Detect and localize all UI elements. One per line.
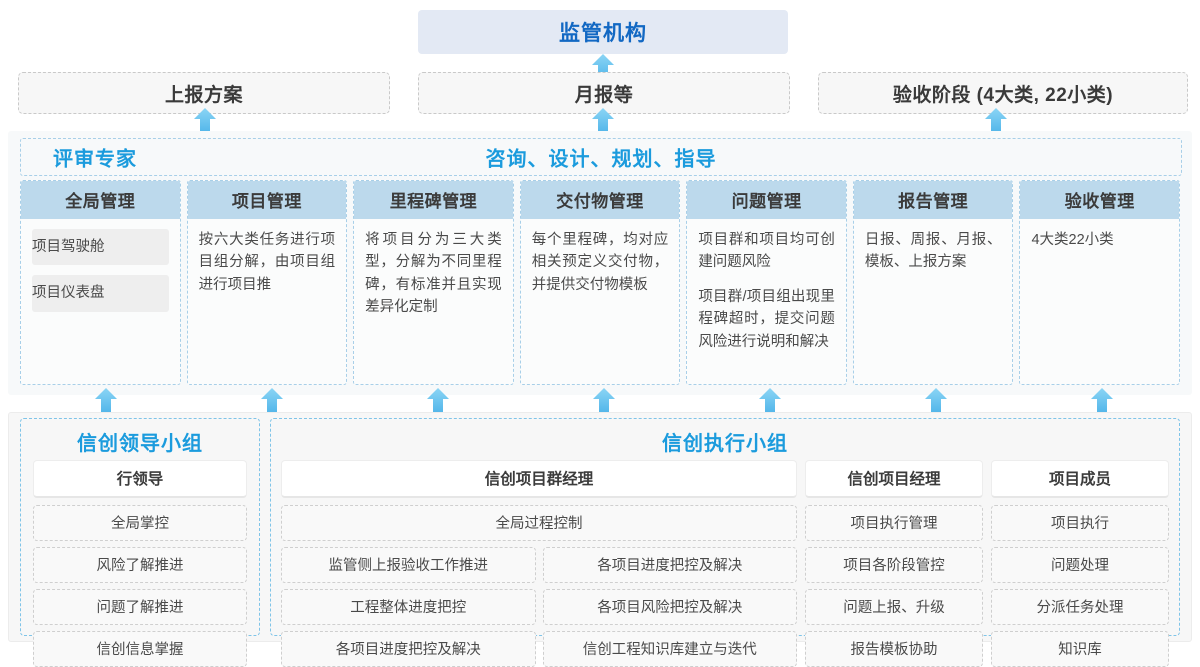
list-item[interactable]: 信创工程知识库建立与迭代 [542,631,797,667]
arrow-up-icon [95,388,117,414]
consulting-band-header: 评审专家 咨询、设计、规划、指导 [20,138,1182,176]
card-chip[interactable]: 项目驾驶舱 [32,229,169,266]
card-body: 将项目分为三大类型，分解为不同里程碑，有标准并且实现差异化定制 [354,219,513,327]
list-item[interactable]: 问题处理 [991,547,1169,583]
list-item[interactable]: 报告模板协助 [805,631,983,667]
org-structure-diagram: 监管机构 上报方案 月报等 验收阶段 (4大类, 22小类) 评审专家 咨询、设… [8,10,1192,667]
list-item[interactable]: 风险了解推进 [33,547,247,583]
acceptance-stage-label: 验收阶段 (4大类, 22小类) [892,84,1114,106]
arrow-up-icon [427,388,449,414]
leading-group: 信创领导小组 行领导 全局掌控 风险了解推进 问题了解推进 信创信息掌握 [20,418,260,667]
arrow-up-icon [759,388,781,414]
capability-card-project[interactable]: 项目管理 按六大类任务进行项目组分解，由项目组进行项目推 [186,180,348,385]
list-item[interactable]: 全局过程控制 [281,505,797,541]
list-item[interactable]: 各项目风险把控及解决 [542,589,797,625]
card-title: 项目管理 [187,181,347,219]
card-paragraph: 日报、周报、月报、模板、上报方案 [864,232,1002,271]
exec-group-title: 信创执行小组 [662,433,788,455]
list-item[interactable]: 工程整体进度把控 [281,589,536,625]
acceptance-stage-box: 验收阶段 (4大类, 22小类) [818,72,1188,114]
capability-card-acceptance[interactable]: 验收管理 4大类22小类 [1019,180,1181,385]
list-item[interactable]: 信创信息掌握 [33,631,247,667]
card-body: 项目群和项目均可创建问题风险 项目群/项目组出现里程碑超时，提交问题风险进行说明… [687,219,846,361]
card-body: 每个里程碑，均对应相关预定义交付物，并提供交付物模板 [521,219,680,304]
arrow-up-icon [1091,388,1113,414]
regulator-label: 监管机构 [559,22,647,45]
card-body: 4大类22小类 [1020,219,1179,259]
list-item[interactable]: 项目执行管理 [805,505,983,541]
list-item[interactable]: 各项目进度把控及解决 [281,631,536,667]
arrow-up-icon [925,388,947,414]
arrow-up-icon [194,108,216,134]
list-item[interactable]: 问题上报、升级 [805,589,983,625]
review-expert-title: 评审专家 [53,148,137,171]
list-item[interactable]: 监管侧上报验收工作推进 [281,547,536,583]
card-body: 日报、周报、月报、模板、上报方案 [854,219,1013,282]
capability-card-global[interactable]: 全局管理 项目驾驶舱 项目仪表盘 [20,180,181,385]
card-title: 里程碑管理 [354,181,513,219]
monthly-report-label: 月报等 [574,84,634,106]
capability-card-milestone[interactable]: 里程碑管理 将项目分为三大类型，分解为不同里程碑，有标准并且实现差异化定制 [353,180,514,385]
card-body: 项目驾驶舱 项目仪表盘 [21,219,180,330]
report-plan-box: 上报方案 [18,72,390,114]
card-paragraph: 每个里程碑，均对应相关预定义交付物，并提供交付物模板 [531,232,669,293]
card-paragraph: 将项目分为三大类型，分解为不同里程碑，有标准并且实现差异化定制 [365,232,502,316]
arrow-up-icon [593,388,615,414]
consulting-title: 咨询、设计、规划、指导 [485,148,717,171]
card-title: 全局管理 [21,181,180,219]
monthly-report-box: 月报等 [418,72,790,114]
report-plan-label: 上报方案 [164,84,243,106]
capability-card-issue[interactable]: 问题管理 项目群和项目均可创建问题风险 项目群/项目组出现里程碑超时，提交问题风… [686,180,847,385]
capability-card-deliverable[interactable]: 交付物管理 每个里程碑，均对应相关预定义交付物，并提供交付物模板 [519,180,681,385]
list-item[interactable]: 知识库 [991,631,1169,667]
card-title: 验收管理 [1020,181,1180,219]
list-item[interactable]: 分派任务处理 [991,589,1169,625]
list-item[interactable]: 项目执行 [991,505,1169,541]
arrow-up-icon [592,108,614,134]
list-item[interactable]: 问题了解推进 [33,589,247,625]
card-paragraph: 项目群和项目均可创建问题风险 [698,232,835,271]
card-body: 按六大类任务进行项目组分解，由项目组进行项目推 [188,219,347,304]
regulator-box: 监管机构 [418,10,788,54]
list-item[interactable]: 全局掌控 [33,505,247,541]
list-item[interactable]: 各项目进度把控及解决 [542,547,797,583]
arrow-up-icon [592,54,614,80]
card-title: 交付物管理 [520,181,680,219]
card-title: 报告管理 [853,181,1013,219]
arrow-up-icon [261,388,283,414]
arrow-up-icon [985,108,1007,134]
capability-cards: 全局管理 项目驾驶舱 项目仪表盘 项目管理 按六大类任务进行项目组分解，由项目组… [20,180,1181,385]
capability-card-report[interactable]: 报告管理 日报、周报、月报、模板、上报方案 [852,180,1014,385]
list-item[interactable]: 项目各阶段管控 [805,547,983,583]
exec-group: 信创执行小组 信创项目群经理 全局过程控制 监管侧上报验收工作推进 工程整体进度… [270,418,1180,667]
card-paragraph: 项目群/项目组出现里程碑超时，提交问题风险进行说明和解决 [698,288,835,350]
role-header[interactable]: 信创项目经理 [805,460,983,498]
card-paragraph: 4大类22小类 [1031,232,1114,248]
card-chip[interactable]: 项目仪表盘 [32,275,169,312]
card-paragraph: 按六大类任务进行项目组分解，由项目组进行项目推 [198,232,336,293]
role-header[interactable]: 项目成员 [991,460,1169,498]
role-header[interactable]: 行领导 [33,460,247,498]
role-header[interactable]: 信创项目群经理 [281,460,797,498]
card-title: 问题管理 [687,181,846,219]
leading-group-title: 信创领导小组 [77,433,203,455]
